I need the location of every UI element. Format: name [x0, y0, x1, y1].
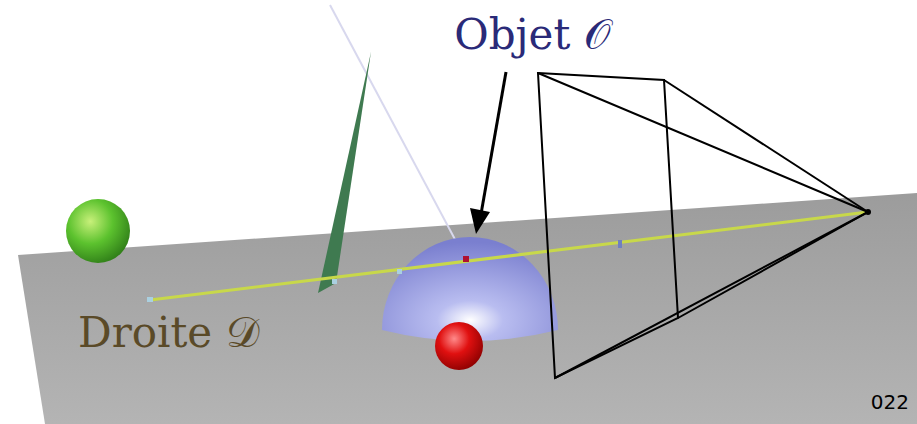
- light-ray: [330, 5, 466, 260]
- object-point: [463, 256, 469, 262]
- line-end-marker: [147, 297, 153, 302]
- green-plane: [318, 52, 371, 293]
- leader-arrow: [470, 72, 506, 234]
- floor-plane: [18, 193, 917, 424]
- line-marker: [397, 269, 402, 274]
- line-label: Droite 𝒟: [78, 312, 260, 354]
- red-sphere: [435, 322, 483, 370]
- line-marker: [618, 240, 622, 248]
- camera-center: [865, 209, 871, 215]
- camera-frustum: [538, 73, 868, 378]
- line-d: [150, 212, 868, 300]
- object-label: Objet 𝒪: [454, 14, 609, 56]
- green-sphere: [66, 199, 130, 263]
- figure-number: 022: [871, 392, 909, 412]
- line-marker: [332, 279, 337, 284]
